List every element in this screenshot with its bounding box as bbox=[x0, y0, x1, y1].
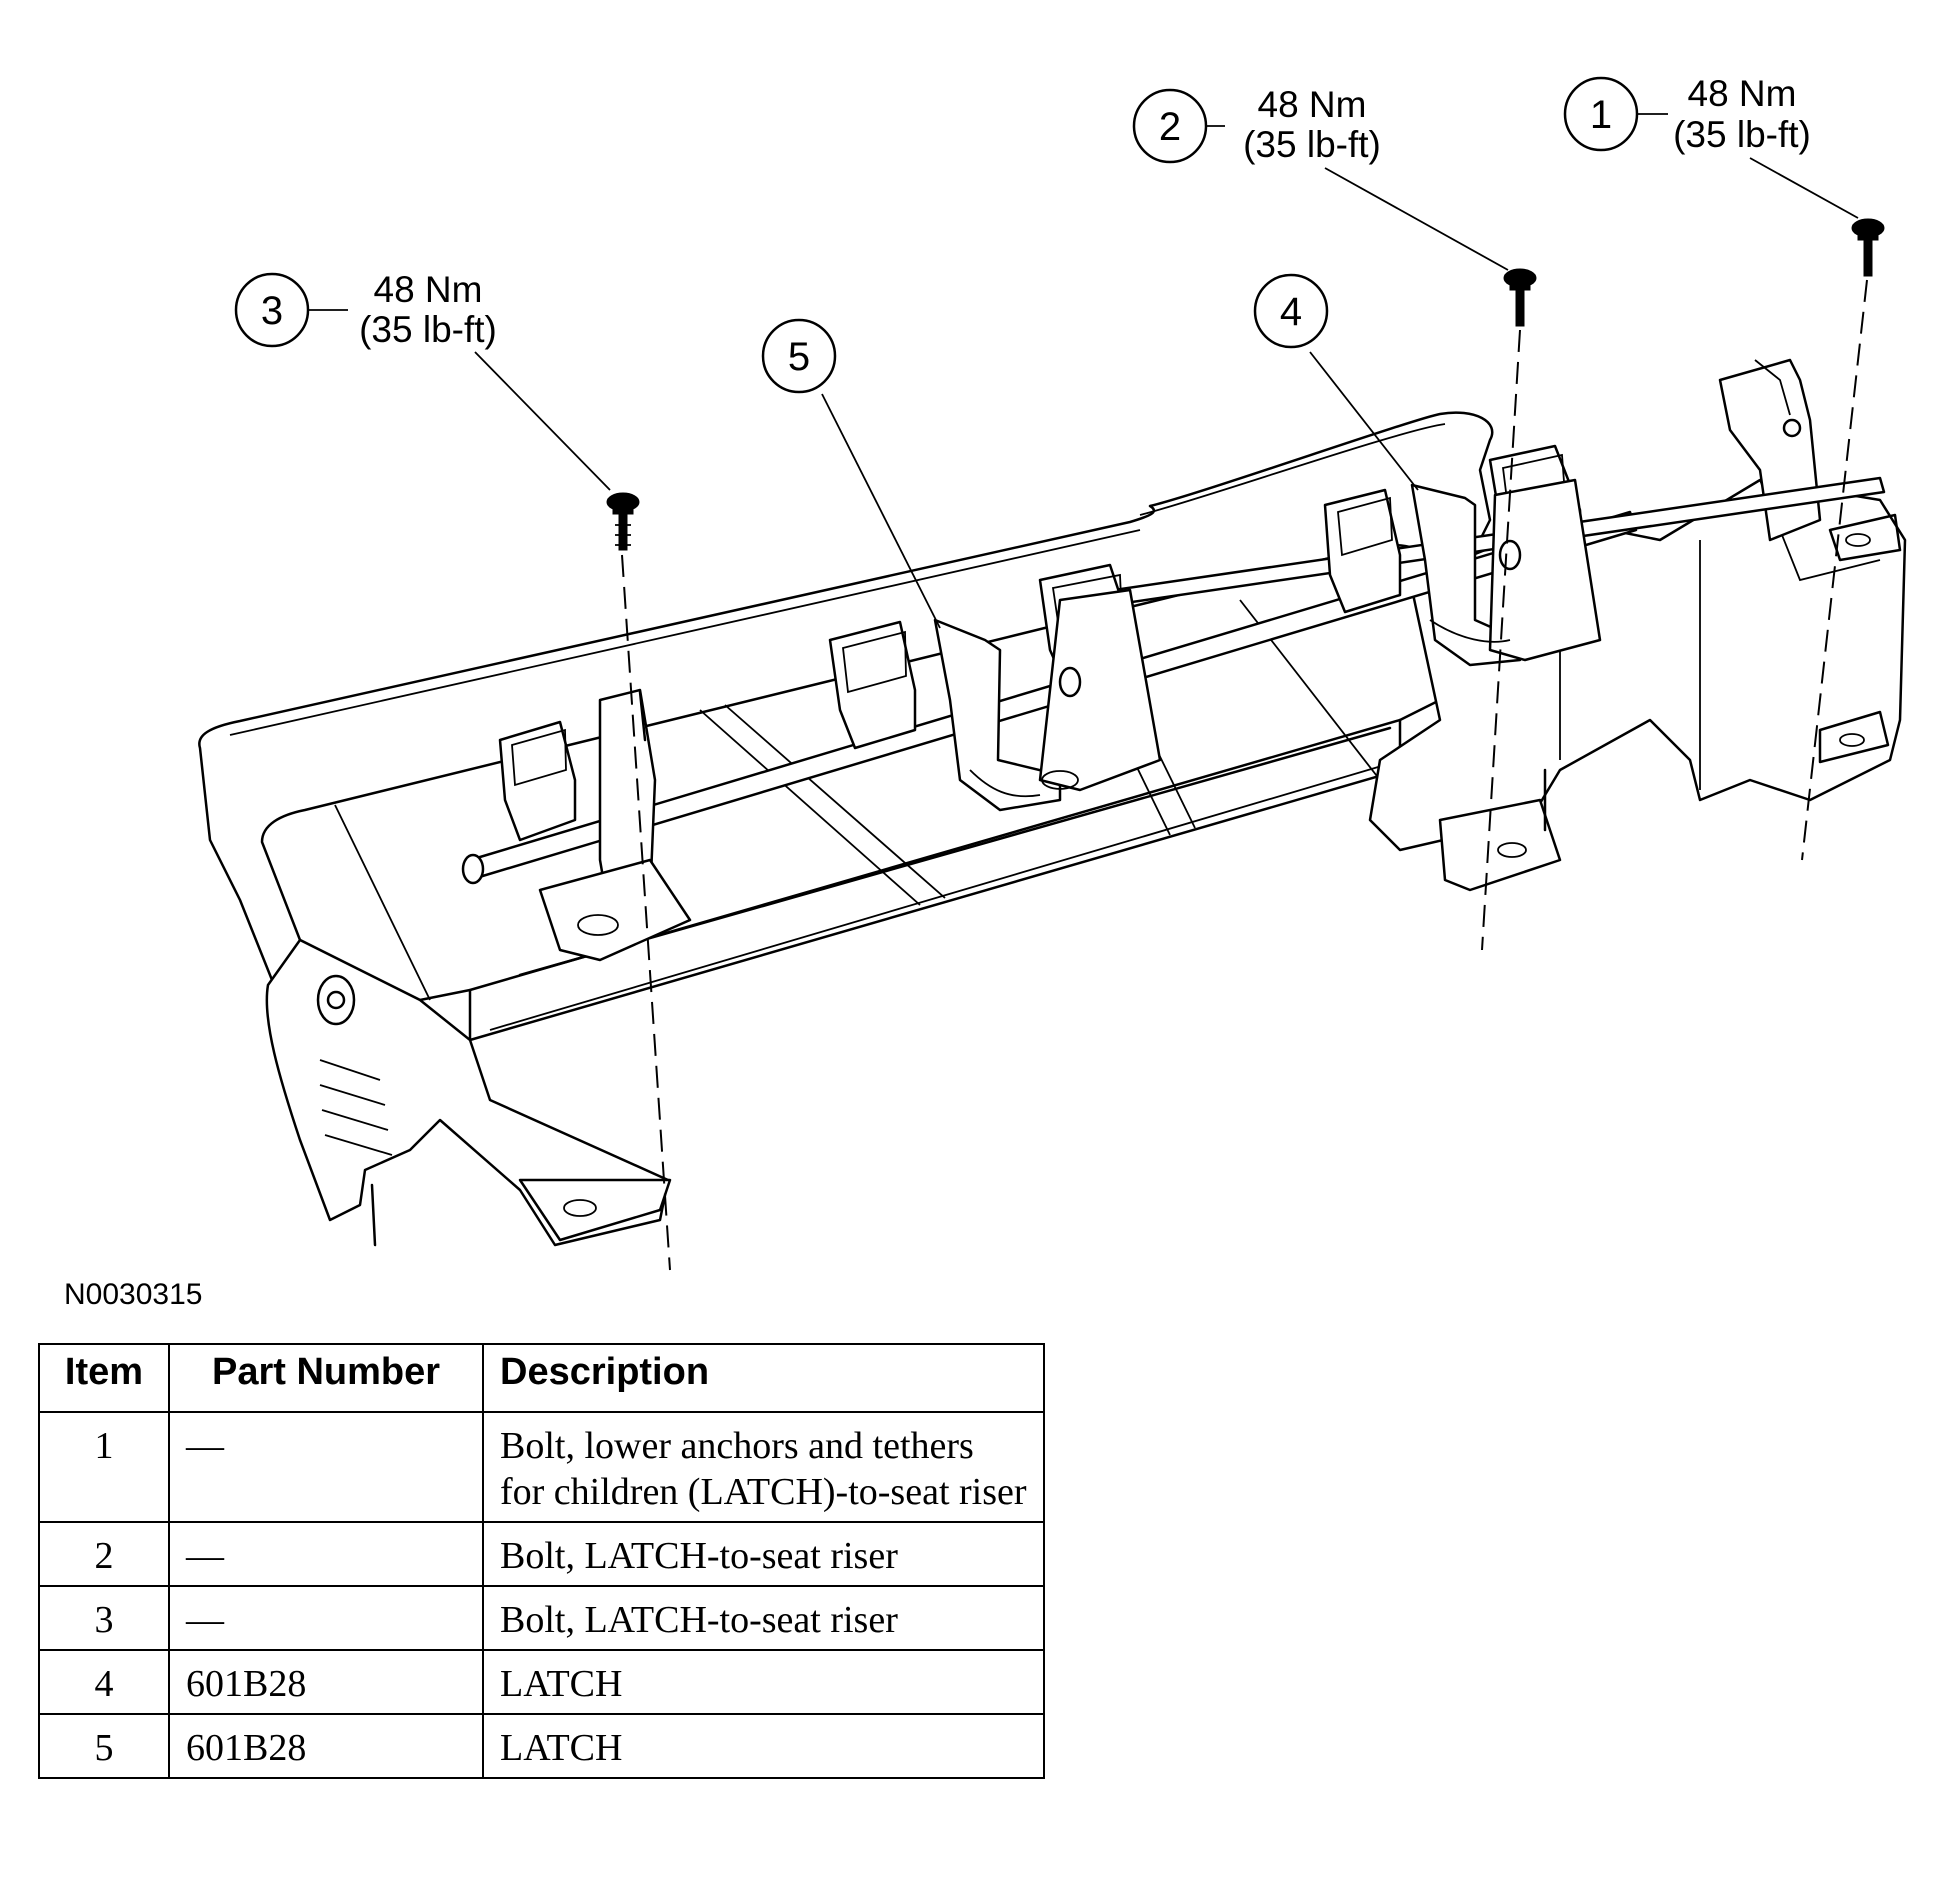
header-part-number: Part Number bbox=[168, 1343, 484, 1413]
bolt-1-icon bbox=[1851, 218, 1885, 277]
cell-item: 3 bbox=[38, 1585, 170, 1651]
seat-riser-assembly bbox=[198, 358, 1907, 1247]
parts-table: Item Part Number Description 1 — Bolt, l… bbox=[38, 1343, 1045, 1779]
table-row: 2 — Bolt, LATCH-to-seat riser bbox=[38, 1521, 1045, 1587]
cell-description: LATCH bbox=[482, 1713, 1045, 1779]
callout-1-number: 1 bbox=[1590, 93, 1612, 137]
cell-part-number: 601B28 bbox=[168, 1713, 484, 1779]
bolt-2-icon bbox=[1503, 268, 1537, 327]
callout-3-torque-nm: 48 Nm bbox=[374, 269, 483, 310]
cell-part-number: — bbox=[168, 1411, 484, 1523]
callout-5: 5 bbox=[761, 318, 837, 394]
cell-item: 1 bbox=[38, 1411, 170, 1523]
callout-1: 1 48 Nm (35 lb-ft) bbox=[1563, 73, 1811, 155]
callout-2-number: 2 bbox=[1159, 105, 1181, 149]
callout-1-torque-lbft: (35 lb-ft) bbox=[1673, 114, 1811, 155]
table-header-row: Item Part Number Description bbox=[38, 1343, 1045, 1413]
latch-assembly-left bbox=[498, 688, 692, 962]
table-row: 3 — Bolt, LATCH-to-seat riser bbox=[38, 1585, 1045, 1651]
table-row: 1 — Bolt, lower anchors and tethers for … bbox=[38, 1411, 1045, 1523]
callout-4-number: 4 bbox=[1280, 290, 1302, 334]
header-description: Description bbox=[482, 1343, 1045, 1413]
cell-part-number: — bbox=[168, 1521, 484, 1587]
callout-1-leader bbox=[1749, 157, 1859, 219]
cell-part-number: — bbox=[168, 1585, 484, 1651]
header-item: Item bbox=[38, 1343, 170, 1413]
callout-3-leader bbox=[474, 351, 611, 491]
bolt-2-axis-line bbox=[1481, 329, 1521, 951]
callout-2: 2 48 Nm (35 lb-ft) bbox=[1132, 84, 1381, 165]
callout-5-number: 5 bbox=[788, 335, 810, 379]
table-row: 5 601B28 LATCH bbox=[38, 1713, 1045, 1779]
cell-description: Bolt, lower anchors and tethers for chil… bbox=[482, 1411, 1045, 1523]
bolt-3-axis-line bbox=[621, 554, 671, 1271]
cell-item: 5 bbox=[38, 1713, 170, 1779]
callout-4: 4 bbox=[1253, 273, 1329, 349]
table-row: 4 601B28 LATCH bbox=[38, 1649, 1045, 1715]
seat-riser-latch-diagram: 1 48 Nm (35 lb-ft) 2 48 Nm (35 lb-ft) 3 … bbox=[64, 73, 1907, 1311]
callout-5-leader bbox=[821, 393, 941, 629]
figure-id: N0030315 bbox=[64, 1278, 202, 1311]
cell-part-number: 601B28 bbox=[168, 1649, 484, 1715]
bolt-1-axis-line bbox=[1801, 279, 1868, 861]
cell-description: Bolt, LATCH-to-seat riser bbox=[482, 1585, 1045, 1651]
callout-1-torque-nm: 48 Nm bbox=[1688, 73, 1797, 114]
cell-description: LATCH bbox=[482, 1649, 1045, 1715]
callout-2-torque-nm: 48 Nm bbox=[1258, 84, 1367, 125]
callout-2-leader bbox=[1324, 167, 1509, 271]
callout-4-leader bbox=[1309, 351, 1419, 491]
cell-description: Bolt, LATCH-to-seat riser bbox=[482, 1521, 1045, 1587]
callout-3-number: 3 bbox=[261, 289, 283, 333]
callout-2-torque-lbft: (35 lb-ft) bbox=[1243, 124, 1381, 165]
cell-item: 2 bbox=[38, 1521, 170, 1587]
callout-3: 3 48 Nm (35 lb-ft) bbox=[234, 269, 497, 350]
latch-5-bracket bbox=[828, 563, 1162, 812]
latch-4-bracket bbox=[1323, 444, 1602, 667]
callout-3-torque-lbft: (35 lb-ft) bbox=[359, 309, 497, 350]
bolt-3-icon bbox=[606, 492, 640, 551]
cell-item: 4 bbox=[38, 1649, 170, 1715]
